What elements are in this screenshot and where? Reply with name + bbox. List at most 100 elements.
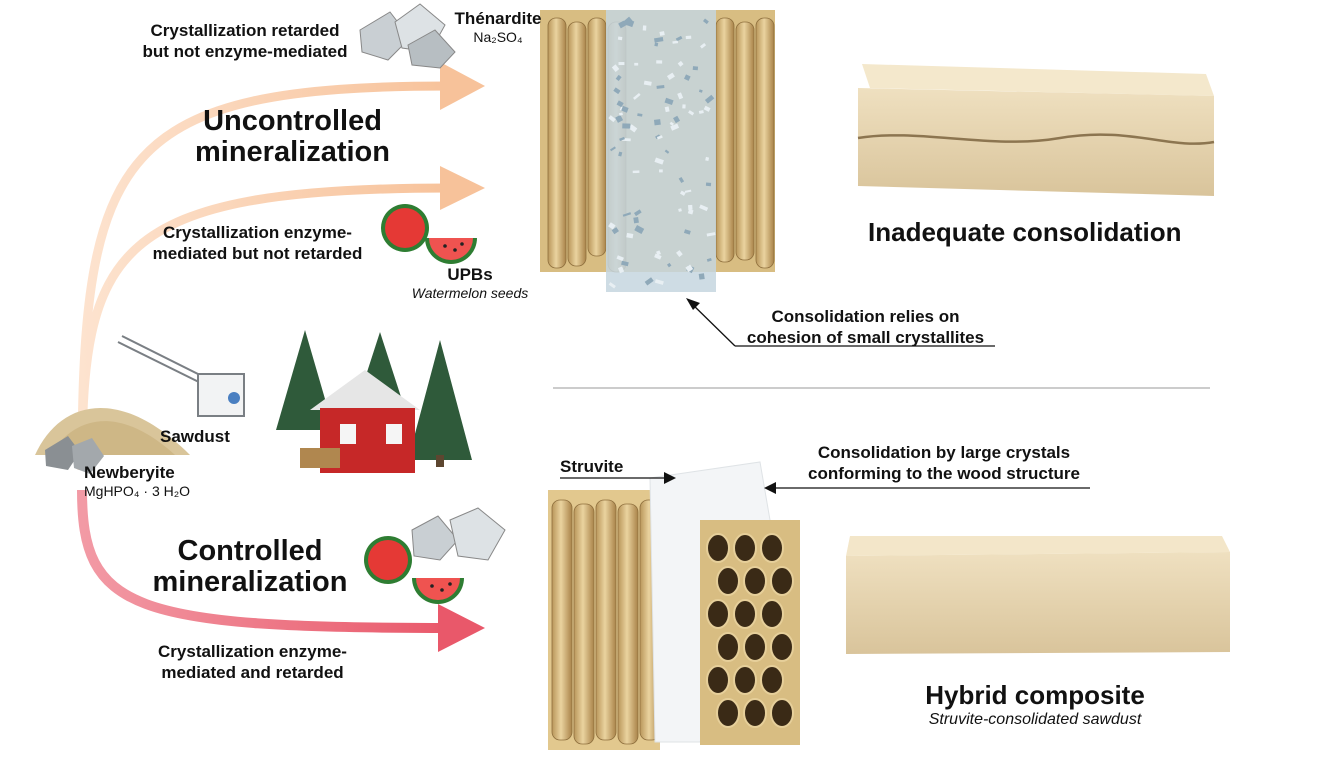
consolidation-small-crystallites-label: Consolidation relies on cohesion of smal… bbox=[746, 307, 985, 347]
wood-cell bbox=[706, 665, 730, 695]
controlled-arrow bbox=[77, 489, 485, 652]
pointer-arrow-large-crystals bbox=[764, 482, 1090, 494]
crystallite bbox=[683, 74, 691, 81]
crystallite bbox=[682, 104, 686, 109]
pointer-arrow-struvite bbox=[560, 472, 676, 484]
crystallite bbox=[685, 264, 694, 273]
crystallite bbox=[608, 282, 616, 289]
crystallite bbox=[659, 31, 665, 36]
crystallite bbox=[628, 124, 638, 133]
crystallite bbox=[685, 35, 692, 40]
crystallite bbox=[656, 135, 663, 140]
wood-cell bbox=[706, 599, 730, 629]
sawdust-machine bbox=[117, 335, 245, 417]
wood-tube bbox=[551, 499, 573, 741]
crystallite bbox=[622, 212, 632, 217]
controlled-mineralization-title: Controlled mineralization bbox=[152, 535, 348, 598]
wood-cell bbox=[770, 698, 794, 728]
crystallite bbox=[705, 182, 712, 187]
crystallite bbox=[692, 66, 699, 71]
crystallite bbox=[656, 85, 665, 89]
crystallite bbox=[653, 119, 661, 126]
crystallite bbox=[618, 151, 623, 157]
wood-tube bbox=[755, 17, 775, 269]
newberyite-label: Newberyite MgHPO₄ · 3 H₂O bbox=[84, 462, 190, 499]
crystallite bbox=[654, 36, 664, 43]
crystallite bbox=[706, 232, 716, 237]
forest-and-barn bbox=[276, 330, 472, 473]
crystallite bbox=[667, 262, 672, 268]
crystallite bbox=[637, 113, 643, 117]
crystallite bbox=[678, 208, 682, 212]
hybrid-composite-subtitle: Struvite-consolidated sawdust bbox=[928, 711, 1142, 728]
upbs-source: Watermelon seeds bbox=[411, 285, 529, 301]
crystallite bbox=[699, 204, 709, 212]
thenardite-label: Thénardite Na₂SO₄ bbox=[448, 8, 548, 45]
crystallite bbox=[654, 42, 659, 47]
crystallite bbox=[633, 92, 641, 100]
crystallite bbox=[654, 253, 662, 260]
hybrid-composite-title: Hybrid composite bbox=[925, 680, 1145, 710]
crystallite bbox=[617, 266, 625, 274]
upbs-label: UPBs Watermelon seeds bbox=[405, 264, 535, 301]
thenardite-formula: Na₂SO₄ bbox=[473, 29, 523, 45]
crystallite bbox=[634, 224, 645, 235]
wood-cell bbox=[770, 632, 794, 662]
crystallite bbox=[669, 121, 674, 126]
hybrid-composite-label: Hybrid composite Struvite-consolidated s… bbox=[880, 680, 1190, 729]
wood-tubes-controlled bbox=[548, 461, 800, 750]
crystallite bbox=[700, 42, 707, 49]
wood-cell bbox=[770, 566, 794, 596]
wood-cell bbox=[733, 533, 757, 563]
crystallite bbox=[617, 36, 623, 41]
crystallite bbox=[618, 62, 625, 66]
crystallization-retarded-label: Crystallization retarded but not enzyme-… bbox=[142, 21, 348, 61]
wood-cell bbox=[716, 698, 740, 728]
crystallite bbox=[688, 204, 693, 211]
crystallite bbox=[656, 250, 661, 256]
crystallite bbox=[615, 114, 624, 123]
consolidation-large-crystals-label: Consolidation by large crystals conformi… bbox=[808, 443, 1080, 483]
crystallite bbox=[621, 105, 629, 113]
crystallite bbox=[622, 123, 631, 129]
crystallite bbox=[664, 149, 670, 154]
crystallite bbox=[654, 157, 664, 165]
sawdust-label: Sawdust bbox=[160, 427, 230, 446]
upbs-name: UPBs bbox=[447, 265, 493, 284]
crystallite bbox=[618, 20, 627, 29]
wood-cell bbox=[743, 698, 767, 728]
crystallite bbox=[626, 232, 634, 239]
crystallite bbox=[688, 110, 695, 116]
crystallite bbox=[613, 87, 621, 95]
wood-cell bbox=[716, 632, 740, 662]
crystallite bbox=[644, 277, 654, 286]
crystallite bbox=[621, 260, 629, 267]
crystallite bbox=[672, 40, 679, 44]
newberyite-formula: MgHPO₄ · 3 H₂O bbox=[84, 483, 191, 499]
crystallite bbox=[673, 115, 681, 124]
crystallite bbox=[676, 250, 683, 257]
wood-cell bbox=[716, 566, 740, 596]
wood-cell bbox=[733, 599, 757, 629]
crystallite bbox=[642, 25, 647, 31]
crystallite bbox=[670, 123, 680, 131]
crystallite bbox=[659, 169, 663, 173]
crystallite bbox=[666, 72, 675, 81]
crystallite bbox=[683, 229, 691, 235]
crystallite bbox=[634, 62, 639, 66]
wood-tubes-uncontrolled bbox=[540, 10, 775, 292]
crystallite bbox=[608, 115, 616, 123]
crystallite bbox=[634, 209, 642, 217]
crystallite bbox=[656, 60, 663, 64]
enzyme-not-retarded-label: Crystallization enzyme- mediated but not… bbox=[152, 223, 363, 263]
crystallite bbox=[704, 94, 715, 104]
wood-cell bbox=[733, 665, 757, 695]
crystallite bbox=[703, 105, 711, 112]
crystallite bbox=[615, 74, 622, 82]
crystallite bbox=[684, 189, 692, 193]
inadequate-consolidation-title: Inadequate consolidation bbox=[868, 217, 1182, 247]
crystallite bbox=[616, 100, 624, 108]
crystallite bbox=[611, 64, 620, 72]
uncontrolled-arrow-middle bbox=[77, 166, 485, 471]
